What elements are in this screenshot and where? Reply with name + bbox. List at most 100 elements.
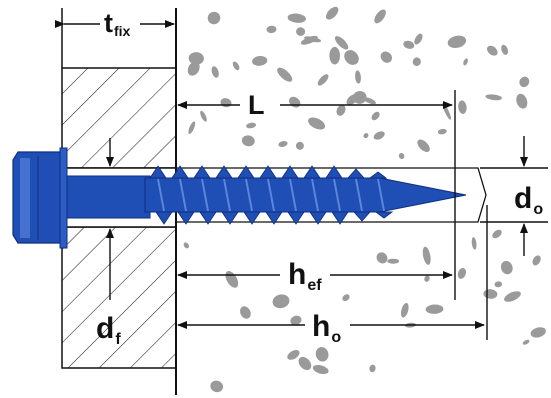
thread-crest-bottom — [177, 211, 195, 225]
aggregate-stone — [278, 141, 288, 147]
thread-crest-top — [193, 165, 211, 179]
aggregate-stone — [200, 110, 207, 122]
aggregate-stone — [417, 139, 430, 153]
concrete-aggregate — [183, 6, 546, 393]
thread-crest-bottom — [309, 211, 327, 225]
aggregate-stone — [500, 260, 513, 275]
thread-helix — [267, 178, 275, 212]
aggregate-stone — [485, 94, 502, 101]
aggregate-stone — [457, 267, 467, 279]
aggregate-stone — [398, 152, 405, 160]
aggregate-stone — [336, 104, 346, 116]
thread-helix — [201, 178, 209, 212]
thread-crest-top — [259, 165, 277, 179]
thread-crest-bottom — [265, 211, 283, 225]
aggregate-stone — [483, 289, 498, 299]
thread-crest-top — [281, 165, 299, 179]
aggregate-stone — [422, 246, 431, 265]
aggregate-stone — [295, 141, 304, 150]
thread-helix — [333, 178, 341, 212]
label-t-fix: tfix — [104, 8, 131, 39]
aggregate-stone — [463, 58, 468, 66]
screw-threads — [149, 165, 394, 225]
aggregate-stone — [374, 9, 386, 24]
aggregate-stone — [403, 40, 415, 49]
thread-helix — [245, 178, 253, 212]
aggregate-stone — [298, 356, 312, 371]
aggregate-stone — [376, 252, 388, 264]
thread-crest-bottom — [374, 211, 394, 219]
aggregate-stone — [437, 128, 447, 135]
aggregate-stone — [387, 258, 400, 264]
aggregate-stone — [522, 339, 530, 345]
aggregate-stone — [352, 90, 367, 104]
aggregate-stone — [355, 70, 361, 84]
thread-crest-top — [325, 165, 343, 179]
thread-crest-bottom — [331, 211, 349, 225]
aggregate-stone — [211, 66, 219, 78]
aggregate-stone — [414, 33, 423, 45]
thread-crest-bottom — [199, 211, 217, 225]
aggregate-stone — [492, 229, 502, 239]
aggregate-stone — [334, 36, 349, 50]
aggregate-stone — [315, 347, 329, 362]
thread-helix — [223, 178, 231, 212]
aggregate-stone — [342, 294, 350, 302]
drill-hole — [176, 167, 487, 223]
aggregate-stone — [494, 281, 503, 288]
screw-head-highlight — [20, 158, 30, 238]
aggregate-stone — [504, 291, 521, 302]
aggregate-stone — [487, 45, 498, 56]
aggregate-stone — [187, 61, 200, 76]
concrete-screw — [12, 147, 467, 249]
screw-shank — [66, 175, 151, 219]
aggregate-stone — [308, 117, 326, 130]
fixture-plate-upper — [61, 67, 177, 169]
aggregate-stone — [252, 55, 268, 66]
aggregate-stone — [458, 100, 467, 114]
aggregate-stone — [412, 57, 421, 66]
label-h-o: ho — [312, 310, 341, 346]
aggregate-stone — [329, 46, 341, 65]
thread-crest-top — [149, 165, 167, 179]
aggregate-stone — [516, 93, 528, 109]
aggregate-stone — [501, 44, 509, 55]
aggregate-stone — [373, 131, 385, 140]
aggregate-stone — [290, 315, 302, 326]
aggregate-stone — [530, 327, 546, 338]
label-h-ef: hef — [288, 258, 322, 294]
aggregate-stone — [277, 67, 293, 82]
aggregate-stone — [519, 76, 530, 88]
label-L: L — [248, 90, 265, 120]
thread-crest-top — [368, 171, 388, 179]
thread-crest-bottom — [155, 211, 173, 225]
thread-crest-top — [171, 165, 189, 179]
thread-helix — [179, 178, 187, 212]
aggregate-stone — [371, 111, 380, 121]
screw-thread-core — [144, 177, 467, 213]
aggregate-stone — [188, 52, 204, 65]
aggregate-stone — [424, 275, 430, 282]
aggregate-stone — [232, 61, 240, 71]
thread-helix — [355, 178, 363, 212]
thread-helix — [311, 178, 319, 212]
aggregate-stone — [240, 306, 251, 319]
aggregate-stone — [246, 122, 257, 129]
aggregate-stone — [363, 97, 376, 105]
aggregate-stone — [220, 98, 232, 108]
aggregate-stone — [425, 304, 444, 314]
thread-helix — [157, 178, 165, 212]
aggregate-stone — [344, 50, 359, 65]
thread-helix — [377, 178, 385, 212]
thread-crest-bottom — [287, 211, 305, 225]
thread-crest-bottom — [352, 211, 372, 222]
aggregate-stone — [363, 133, 369, 139]
aggregate-stone — [369, 364, 376, 373]
thread-crest-top — [215, 165, 233, 179]
aggregate-stone — [317, 74, 329, 86]
aggregate-stone — [289, 96, 301, 108]
aggregate-stone — [207, 11, 221, 25]
aggregate-stone — [188, 121, 196, 135]
aggregate-stone — [400, 303, 409, 318]
